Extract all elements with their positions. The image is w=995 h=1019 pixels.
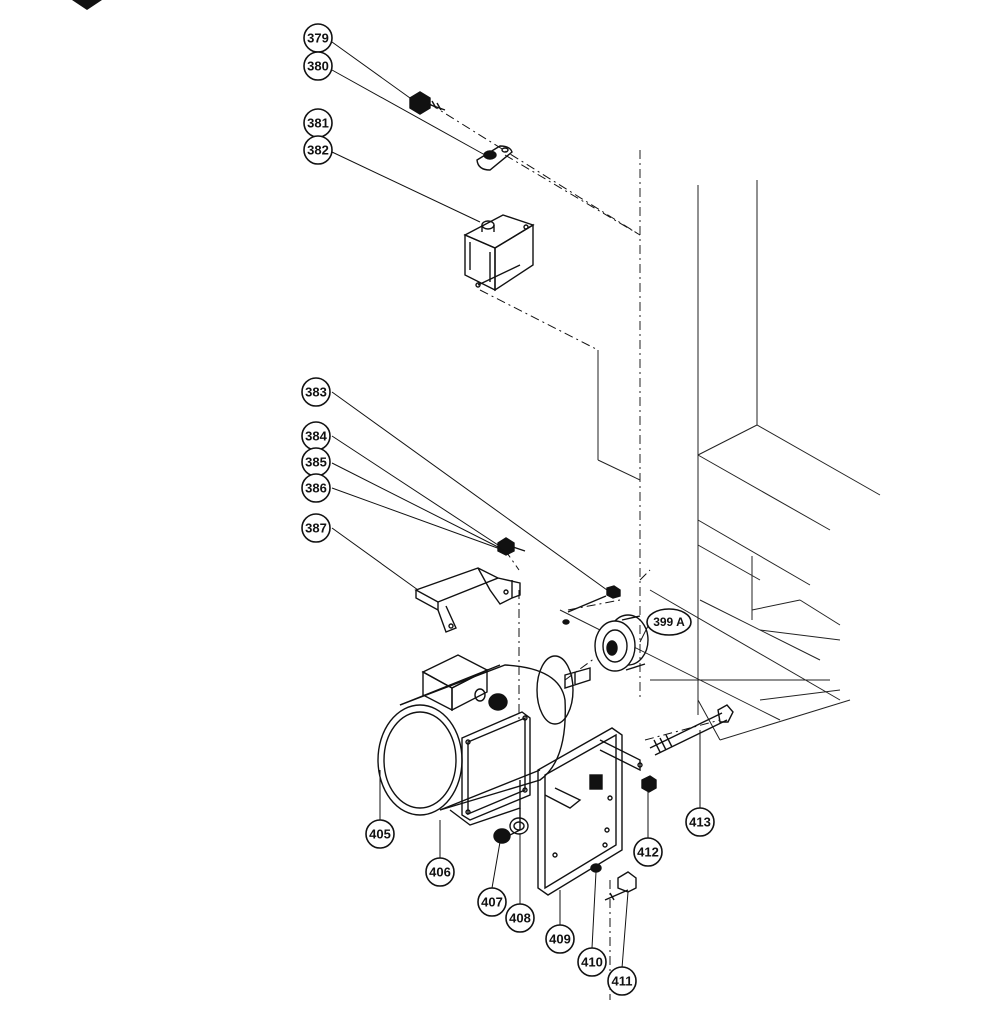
machine-frame [559, 150, 881, 741]
part-413-long-bolt [649, 704, 734, 756]
part-408-gland [509, 817, 529, 835]
part-409-mounting-plate [537, 727, 643, 896]
svg-text:411: 411 [612, 974, 633, 989]
callout-385: 385 [301, 447, 331, 477]
callout-382: 382 [303, 135, 333, 165]
callout-383: 383 [301, 377, 331, 407]
motor-405 [377, 654, 591, 841]
callout-387: 387 [301, 513, 331, 543]
callout-407: 407 [477, 887, 507, 917]
svg-text:399 A: 399 A [653, 615, 685, 629]
callout-409: 409 [545, 924, 575, 954]
part-406-cover-plate [461, 711, 531, 821]
part-387-bracket [414, 567, 521, 633]
assembly-lines [429, 103, 721, 1000]
svg-text:410: 410 [581, 955, 603, 970]
svg-text:382: 382 [307, 143, 329, 158]
part-399a-pulley [594, 614, 649, 672]
callout-379: 379 [303, 23, 333, 53]
part-380-clamp [476, 145, 513, 171]
svg-text:379: 379 [307, 31, 329, 46]
leader-lines [331, 41, 701, 969]
svg-text:412: 412 [637, 845, 659, 860]
callout-408: 408 [505, 903, 535, 933]
part-407-gland [493, 828, 511, 844]
svg-text:408: 408 [509, 911, 531, 926]
svg-text:384: 384 [305, 429, 327, 444]
svg-text:386: 386 [305, 481, 327, 496]
part-384-bolt [497, 537, 570, 625]
callout-399a: 399 A [646, 608, 692, 636]
part-379-screw [409, 91, 446, 115]
callout-386: 386 [301, 473, 331, 503]
callout-384: 384 [301, 421, 331, 451]
svg-text:409: 409 [549, 932, 571, 947]
part-411-bolt [604, 871, 637, 901]
svg-text:413: 413 [689, 815, 711, 830]
callout-381: 381 [303, 108, 333, 138]
part-381-switch-box [463, 214, 535, 292]
callout-413: 413 [685, 807, 715, 837]
part-410-washer [590, 863, 602, 873]
callout-410: 410 [577, 947, 607, 977]
callout-412: 412 [633, 837, 663, 867]
callout-411: 411 [607, 966, 637, 996]
part-383-nut [567, 585, 621, 613]
svg-text:387: 387 [305, 521, 327, 536]
callout-405: 405 [365, 819, 395, 849]
svg-text:381: 381 [307, 116, 329, 131]
svg-text:383: 383 [305, 385, 327, 400]
callout-380: 380 [303, 51, 333, 81]
svg-text:380: 380 [307, 59, 329, 74]
svg-text:405: 405 [369, 827, 391, 842]
corner-mark [72, 0, 102, 10]
svg-text:406: 406 [429, 865, 451, 880]
part-412-nut [641, 775, 657, 793]
svg-text:407: 407 [481, 895, 503, 910]
svg-text:385: 385 [305, 455, 327, 470]
callout-406: 406 [425, 857, 455, 887]
